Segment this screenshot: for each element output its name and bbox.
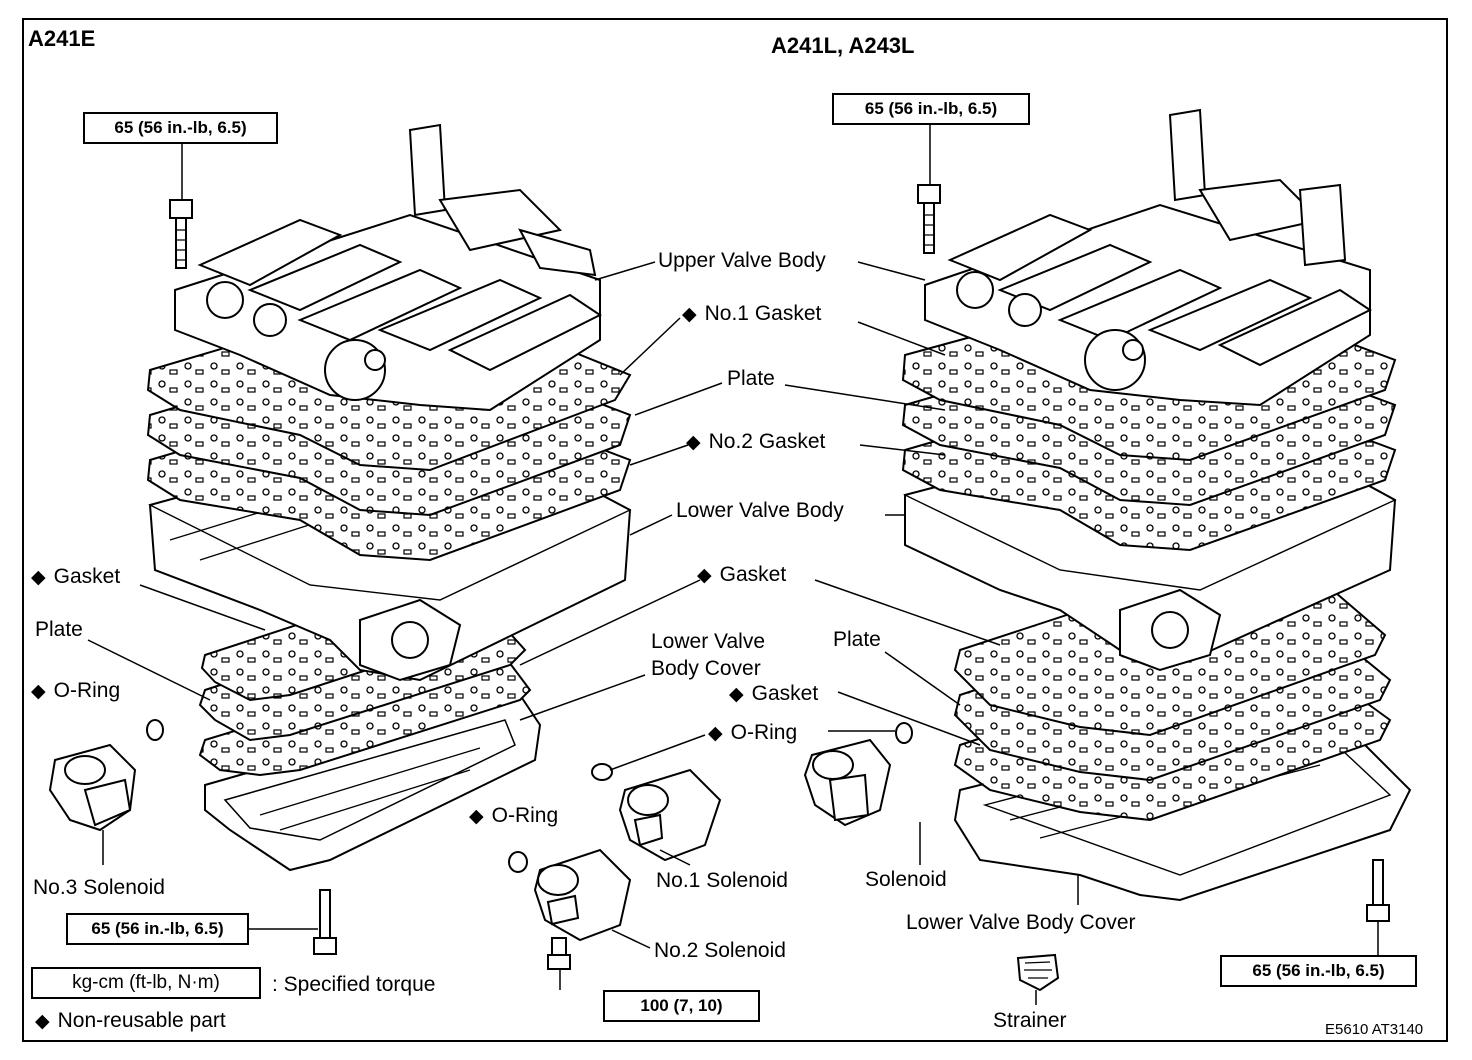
- left-assembly: [48, 123, 632, 955]
- right-bottom-bolt: [1366, 859, 1390, 922]
- left-bottom-bolt: [313, 889, 337, 955]
- label-strainer: Strainer: [993, 1009, 1067, 1032]
- strainer: [1016, 953, 1060, 992]
- label-no1-gasket-text: No.1 Gasket: [704, 302, 822, 325]
- center-parts: [508, 722, 913, 970]
- left-lower-valve-body-cover: [204, 693, 542, 872]
- non-reusable-icon: ◆: [35, 1011, 50, 1032]
- legend-nonreusable-text: Non-reusable part: [57, 1009, 226, 1032]
- torque-box-right-top: 65 (56 in.-lb, 6.5): [832, 93, 1030, 125]
- non-reusable-icon: ◆: [682, 304, 697, 325]
- label-plate-left: Plate: [35, 618, 83, 641]
- label-no2-solenoid: No.2 Solenoid: [654, 939, 786, 962]
- label-no2-gasket-text: No.2 Gasket: [708, 430, 826, 453]
- non-reusable-icon: ◆: [469, 806, 484, 827]
- label-gasket-center: ◆ Gasket: [697, 564, 786, 585]
- torque-box-left-top: 65 (56 in.-lb, 6.5): [83, 112, 278, 144]
- label-no3-solenoid: No.3 Solenoid: [33, 876, 165, 899]
- no1-solenoid: [618, 768, 722, 862]
- label-no2-gasket: ◆ No.2 Gasket: [686, 431, 825, 452]
- label-gasket-center-text: Gasket: [719, 563, 787, 586]
- center-o-ring-2: [508, 851, 528, 873]
- left-upper-valve-body: [174, 123, 602, 412]
- non-reusable-icon: ◆: [31, 567, 46, 588]
- center-o-ring-1: [591, 763, 613, 781]
- label-oring-right-text: O-Ring: [730, 721, 798, 744]
- torque-box-right-bottom: 65 (56 in.-lb, 6.5): [1220, 955, 1417, 987]
- label-gasket-right: ◆ Gasket: [729, 683, 818, 704]
- diagram-frame: [22, 18, 1448, 1042]
- left-model-title: A241E: [28, 26, 96, 51]
- label-lvbc-line2: Body Cover: [651, 657, 761, 681]
- no2-solenoid: [533, 848, 632, 942]
- label-oring-right: ◆ O-Ring: [708, 722, 797, 743]
- torque-box-center-bottom: 100 (7, 10): [603, 990, 760, 1022]
- non-reusable-icon: ◆: [697, 565, 712, 586]
- non-reusable-icon: ◆: [686, 432, 701, 453]
- left-top-bolt: [169, 199, 193, 269]
- label-oring-left-text: O-Ring: [53, 679, 121, 702]
- non-reusable-icon: ◆: [31, 681, 46, 702]
- label-lvbc-line1: Lower Valve: [651, 630, 766, 653]
- right-top-bolt: [917, 184, 941, 254]
- legend-torque-desc: : Specified torque: [272, 973, 436, 996]
- solenoid: [803, 738, 892, 827]
- label-gasket-left-text: Gasket: [53, 565, 121, 588]
- non-reusable-icon: ◆: [729, 684, 744, 705]
- label-oring-center: ◆ O-Ring: [469, 805, 558, 826]
- label-solenoid: Solenoid: [865, 868, 947, 891]
- left-o-ring: [146, 719, 164, 741]
- torque-box-left-bottom: 65 (56 in.-lb, 6.5): [66, 913, 249, 945]
- figure-code: E5610 AT3140: [1325, 1021, 1424, 1038]
- right-assembly: [901, 108, 1412, 992]
- label-plate-right: Plate: [833, 628, 881, 651]
- right-model-title: A241L, A243L: [771, 33, 915, 58]
- label-no1-solenoid: No.1 Solenoid: [656, 869, 788, 892]
- label-lower-valve-body-cover: Lower Valve Body Cover: [651, 630, 765, 680]
- label-upper-valve-body: Upper Valve Body: [658, 249, 826, 272]
- center-bolt: [547, 937, 571, 970]
- label-plate-top: Plate: [727, 367, 775, 390]
- label-lower-valve-body: Lower Valve Body: [676, 499, 844, 522]
- legend-torque-unit-box: kg-cm (ft-lb, N·m): [31, 967, 261, 999]
- label-oring-left: ◆ O-Ring: [31, 680, 120, 701]
- label-oring-center-text: O-Ring: [491, 804, 559, 827]
- non-reusable-icon: ◆: [708, 723, 723, 744]
- legend-nonreusable: ◆ Non-reusable part: [35, 1010, 226, 1031]
- right-upper-valve-body: [924, 108, 1372, 407]
- label-lower-valve-body-cover-right: Lower Valve Body Cover: [906, 911, 1136, 934]
- label-gasket-left: ◆ Gasket: [31, 566, 120, 587]
- label-gasket-right-text: Gasket: [751, 682, 819, 705]
- right-o-ring: [895, 722, 913, 744]
- no3-solenoid: [48, 743, 137, 832]
- leader-lines: [87, 124, 1379, 1005]
- label-no1-gasket: ◆ No.1 Gasket: [682, 303, 821, 324]
